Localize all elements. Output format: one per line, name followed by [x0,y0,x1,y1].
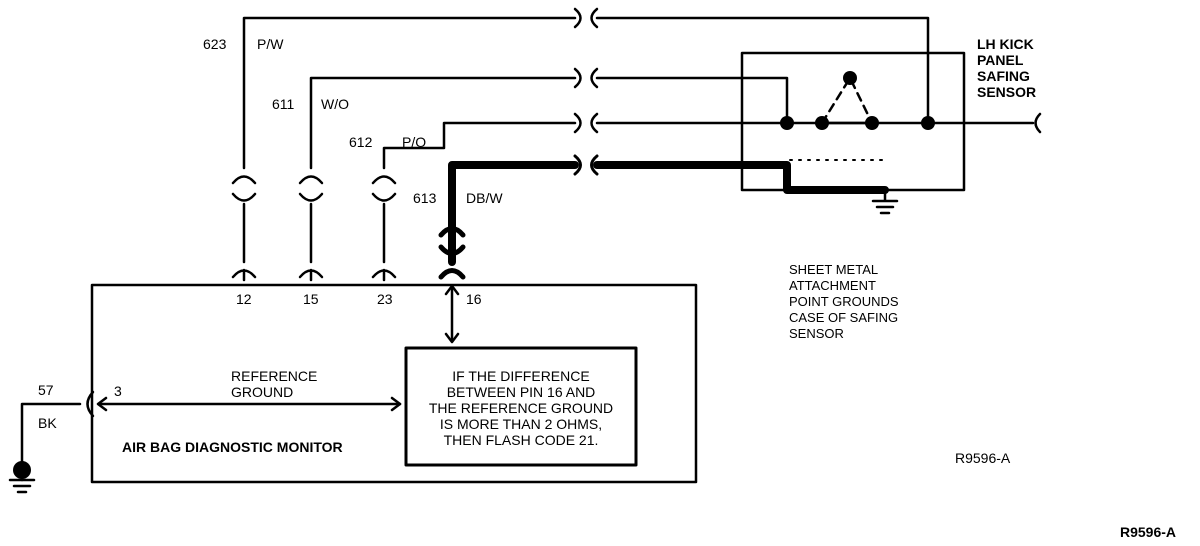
wire-623-circuit: 623 [203,36,227,52]
switch-pivot-dot [843,71,857,85]
logic-line: IS MORE THAN 2 OHMS, [440,416,602,432]
note-line: SHEET METAL [789,262,878,277]
pin-15-label: 15 [303,291,319,307]
sheet-metal-note: SHEET METAL ATTACHMENT POINT GROUNDS CAS… [789,262,899,341]
figure-id-corner: R9596-A [1120,524,1176,540]
safing-sensor-box [740,51,966,192]
wire-613-circuit: 613 [413,190,437,206]
sensor-output-connector [1034,112,1042,134]
pin-12-label: 12 [236,291,252,307]
wire-612 [382,112,1035,170]
sensor-label-line: LH KICK [977,36,1034,52]
wire-611-color: W/O [321,96,349,112]
logic-line: BETWEEN PIN 16 AND [447,384,596,400]
terminal-dot [865,116,879,130]
note-line: SENSOR [789,326,844,341]
connector-pin-23 [371,175,397,282]
logic-line: IF THE DIFFERENCE [452,368,589,384]
wire-613 [448,154,889,266]
connector-pin-12 [231,175,257,282]
pin-3-connector [20,390,95,464]
sensor-label: LH KICK PANEL SAFING SENSOR [977,36,1036,100]
wire-613-color: DB/W [466,190,503,206]
sensor-label-line: SAFING [977,68,1030,84]
terminal-dot [921,116,935,130]
sensor-switch [820,76,874,125]
terminal-dot [780,116,794,130]
sensor-ground-icon [871,188,899,215]
note-line: ATTACHMENT [789,278,876,293]
ground-wire-color: BK [38,415,57,431]
sensor-label-line: SENSOR [977,84,1036,100]
note-line: CASE OF SAFING [789,310,898,325]
logic-box-text: IF THE DIFFERENCE BETWEEN PIN 16 AND THE… [429,368,613,448]
connection-dots [13,71,935,479]
wire-623 [242,7,930,170]
figure-id: R9596-A [955,450,1011,466]
terminal-dot [815,116,829,130]
reference-ground-line: REFERENCE [231,368,317,384]
wire-611-circuit: 611 [272,96,295,112]
diagnostic-monitor-box [90,283,698,484]
wire-611 [309,67,789,170]
note-line: POINT GROUNDS [789,294,899,309]
reference-ground-line: GROUND [231,384,293,400]
ground-dot [13,461,31,479]
ground-wire-circuit: 57 [38,382,54,398]
wire-612-circuit: 612 [349,134,373,150]
reference-ground-arrow [96,396,402,412]
sensor-label-line: PANEL [977,52,1024,68]
wire-612-color: P/O [402,134,426,150]
connector-pin-16 [438,226,466,280]
monitor-ground-icon [8,476,36,494]
logic-box [404,346,638,467]
logic-line: THEN FLASH CODE 21. [444,432,599,448]
logic-line: THE REFERENCE GROUND [429,400,613,416]
monitor-title: AIR BAG DIAGNOSTIC MONITOR [122,439,343,455]
pin16-arrow [444,284,460,344]
connector-pin-15 [298,175,324,282]
wire-623-color: P/W [257,36,284,52]
pin-3-label: 3 [114,383,122,399]
pin-23-label: 23 [377,291,393,307]
pin-16-label: 16 [466,291,482,307]
